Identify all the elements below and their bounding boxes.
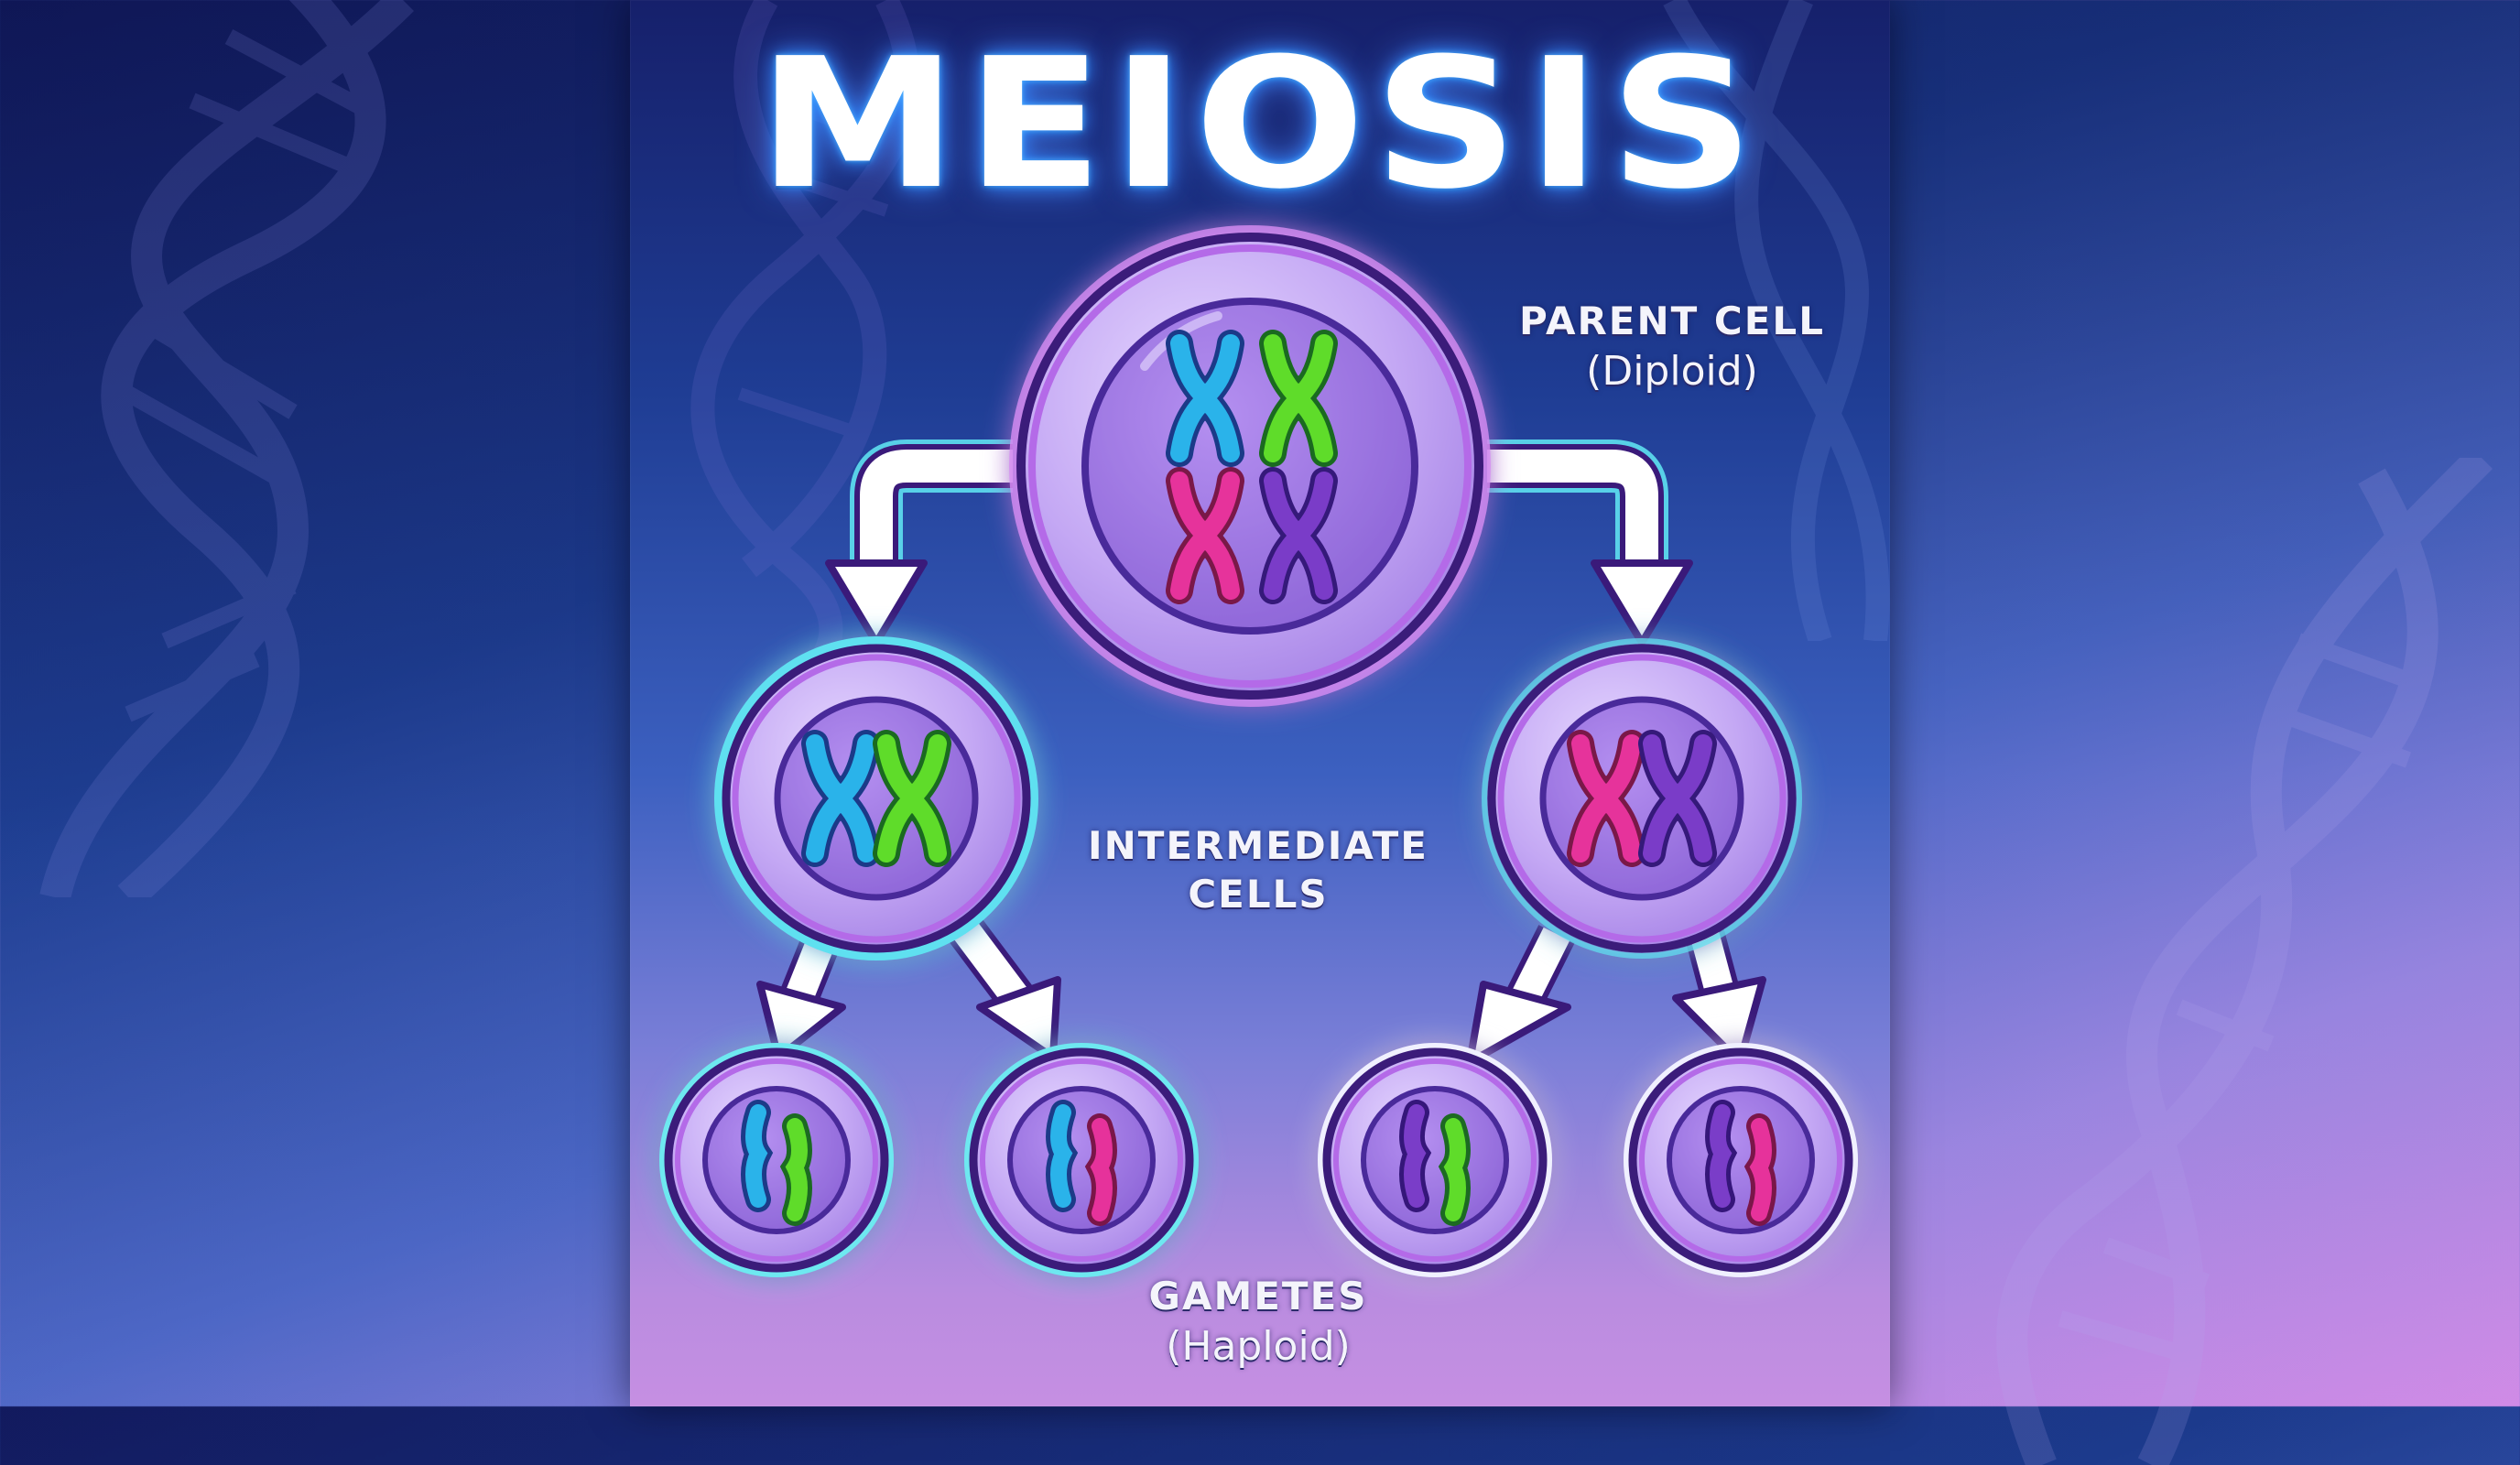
parent-cell (1009, 225, 1491, 707)
intermediate-cells-title: INTERMEDIATE (1087, 823, 1429, 868)
parent-cell-title: PARENT CELL (1519, 298, 1825, 343)
background-right (1890, 0, 2520, 1406)
dna-helix-icon (690, 0, 920, 696)
intermediate-cells-label: INTERMEDIATE CELLS (1057, 822, 1460, 918)
gametes-ploidy: (Haploid) (1166, 1322, 1351, 1370)
intermediate-cells-subtitle: CELLS (1188, 871, 1329, 917)
intermediate-cell-left (714, 636, 1038, 960)
arrow-parent-to-left (825, 440, 1013, 646)
dna-helix-icon (1663, 0, 1890, 641)
gamete-cell-2 (964, 1043, 1199, 1277)
background-left (0, 0, 630, 1406)
gamete-cell-1 (659, 1043, 894, 1277)
intermediate-cell-right (1482, 638, 1802, 959)
parent-cell-label: PARENT CELL (Diploid) (1489, 298, 1855, 396)
arrow-parent-to-right (1487, 440, 1693, 646)
meiosis-diagram (659, 225, 1858, 1277)
gametes-label: GAMETES (Haploid) (1121, 1273, 1396, 1372)
gametes-title: GAMETES (1148, 1274, 1368, 1318)
dna-helix-icon (39, 0, 415, 897)
parent-cell-ploidy: (Diploid) (1586, 347, 1758, 395)
gamete-cell-4 (1624, 1043, 1858, 1277)
page-title: MEIOSIS (757, 20, 1763, 229)
dna-helix-icon (1996, 458, 2493, 1465)
gamete-cell-3 (1318, 1043, 1552, 1277)
